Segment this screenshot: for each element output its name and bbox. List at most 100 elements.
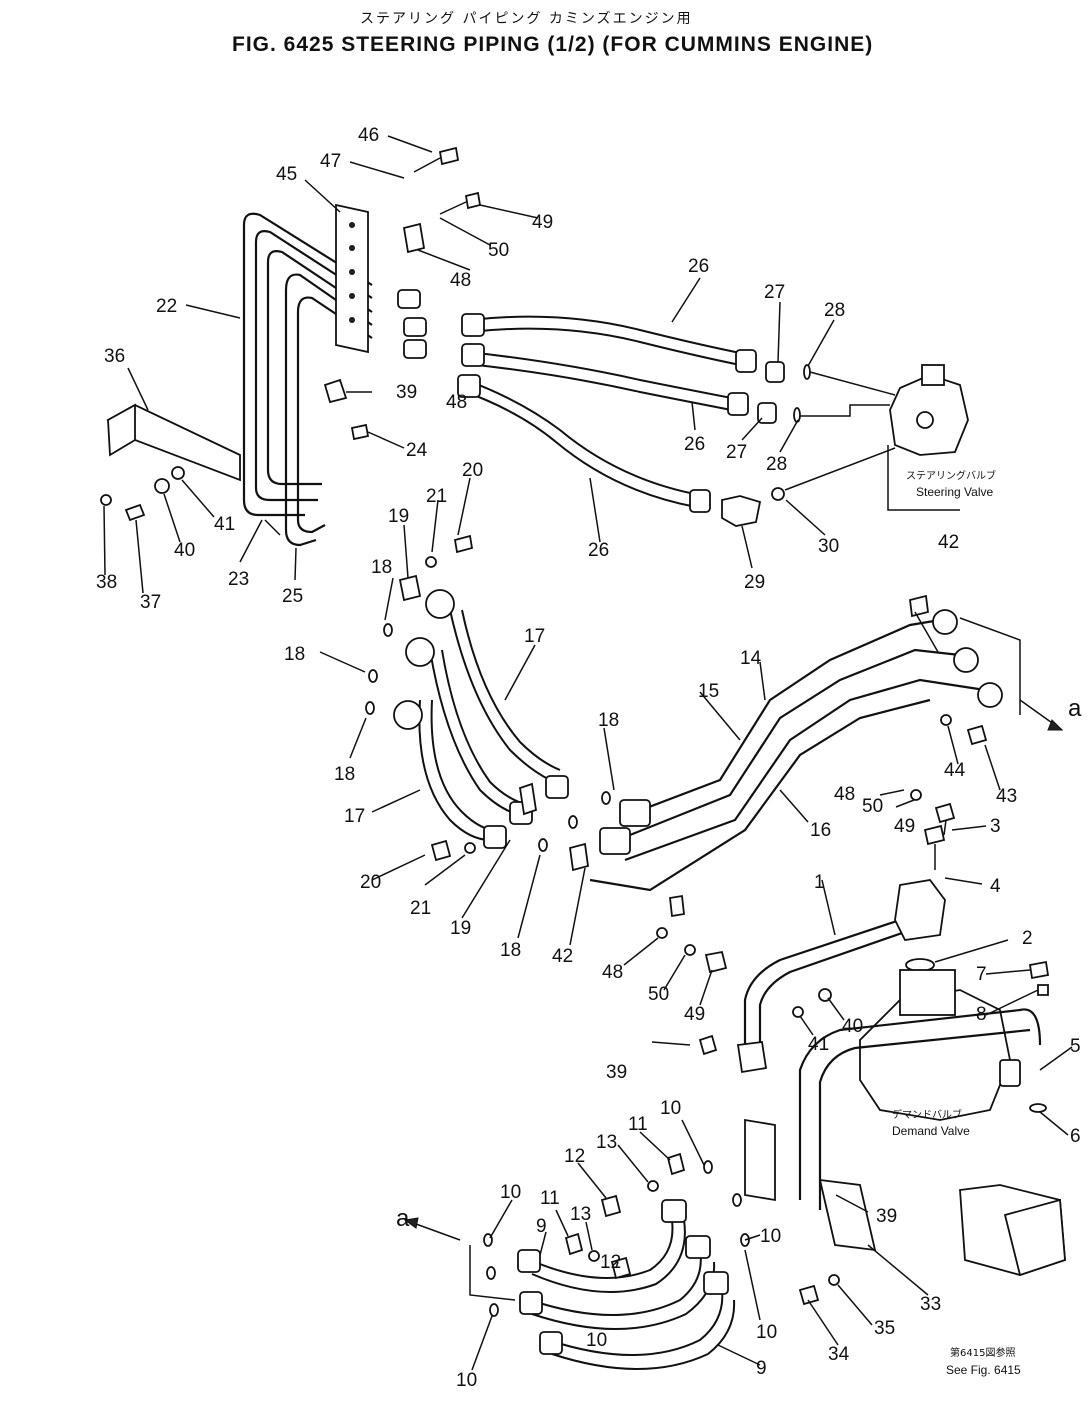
callout-27: 27 xyxy=(764,282,785,303)
callout-5: 5 xyxy=(1070,1036,1081,1057)
callout-39: 39 xyxy=(396,382,417,403)
callout-40b: 40 xyxy=(842,1016,863,1037)
callout-17b: 17 xyxy=(344,806,365,827)
callout-19: 19 xyxy=(388,506,409,527)
callout-48: 48 xyxy=(450,270,471,291)
callout-4: 4 xyxy=(990,876,1001,897)
callout-10f: 10 xyxy=(586,1330,607,1351)
callout-42: 42 xyxy=(938,532,959,553)
fasteners xyxy=(100,378,988,1317)
callout-36: 36 xyxy=(104,346,125,367)
callout-18c: 18 xyxy=(334,764,355,785)
demand-valve-assembly xyxy=(736,824,1066,1277)
callout-1: 1 xyxy=(814,872,825,893)
callout-34: 34 xyxy=(828,1344,850,1365)
callout-46: 46 xyxy=(358,125,379,146)
callout-11b: 11 xyxy=(540,1188,560,1209)
callout-33: 33 xyxy=(920,1294,941,1315)
callout-9: 9 xyxy=(536,1216,547,1237)
callout-15: 15 xyxy=(698,681,719,702)
fittings-upper xyxy=(397,146,482,359)
callout-35: 35 xyxy=(874,1318,895,1339)
callout-18d: 18 xyxy=(598,710,619,731)
callout-39b: 39 xyxy=(606,1062,627,1083)
leader-lines xyxy=(103,135,1073,1371)
callout-16: 16 xyxy=(810,820,831,841)
callout-41b: 41 xyxy=(808,1034,829,1055)
callout-13b: 13 xyxy=(570,1204,591,1225)
callout-47: 47 xyxy=(320,151,341,172)
steering-valve-label-jp: ステアリングバルブ xyxy=(906,469,996,482)
callout-50: 50 xyxy=(488,240,509,261)
callout-29: 29 xyxy=(744,572,765,593)
callout-43: 43 xyxy=(996,786,1017,807)
callout-19b: 19 xyxy=(450,918,471,939)
callout-30: 30 xyxy=(818,536,839,557)
arrow-marker-left: a xyxy=(396,1205,410,1232)
callout-18b: 18 xyxy=(284,644,305,665)
callout-27b: 27 xyxy=(726,442,747,463)
callout-50c: 50 xyxy=(648,984,669,1005)
demand-valve-label-jp: デマンドバルブ xyxy=(892,1108,962,1121)
steering-valve xyxy=(887,364,969,511)
fittings-27-28-29-30 xyxy=(721,361,896,527)
callout-42b: 42 xyxy=(552,946,573,967)
callout-10d: 10 xyxy=(760,1226,781,1247)
callout-48c: 48 xyxy=(602,962,623,983)
callout-26b: 26 xyxy=(684,434,705,455)
callout-20b: 20 xyxy=(360,872,381,893)
callout-10: 10 xyxy=(500,1182,521,1203)
callout-20: 20 xyxy=(462,460,483,481)
figure-title: FIG. 6425 STEERING PIPING (1/2) (FOR CUM… xyxy=(232,33,874,56)
callout-40: 40 xyxy=(174,540,195,561)
callout-38: 38 xyxy=(96,572,117,593)
callout-49c: 49 xyxy=(684,1004,705,1025)
callout-26c: 26 xyxy=(588,540,609,561)
callout-28b: 28 xyxy=(766,454,787,475)
callout-24: 24 xyxy=(406,440,428,461)
hoses-9 xyxy=(403,1199,736,1370)
callout-17: 17 xyxy=(524,626,545,647)
demand-valve-label: Demand Valve xyxy=(892,1124,970,1138)
hoses-17 xyxy=(393,574,569,849)
hoses-26 xyxy=(457,313,757,513)
callout-18: 18 xyxy=(371,557,392,578)
callout-39c: 39 xyxy=(876,1206,897,1227)
callout-7: 7 xyxy=(976,964,987,985)
callout-23: 23 xyxy=(228,569,249,590)
callout-12b: 12 xyxy=(600,1252,621,1273)
callout-labels: 1 2 3 4 5 6 7 8 9 9 10 10 10 10 10 10 11… xyxy=(96,125,1081,1391)
callout-50b: 50 xyxy=(862,796,883,817)
callout-49b: 49 xyxy=(894,816,915,837)
reference-note: See Fig. 6415 xyxy=(946,1363,1021,1377)
callout-2: 2 xyxy=(1022,928,1033,949)
reference-note-jp: 第6415図参照 xyxy=(950,1346,1015,1359)
callout-13: 13 xyxy=(596,1132,617,1153)
callout-21b: 21 xyxy=(410,898,431,919)
bracket-45 xyxy=(335,203,369,354)
callout-8: 8 xyxy=(976,1004,987,1025)
callout-21: 21 xyxy=(426,486,447,507)
callout-26: 26 xyxy=(688,256,709,277)
callout-28: 28 xyxy=(824,300,845,321)
callout-6: 6 xyxy=(1070,1126,1081,1147)
callout-48d: 48 xyxy=(446,392,467,413)
callout-44: 44 xyxy=(944,760,966,781)
callout-10b: 10 xyxy=(456,1370,477,1391)
bracket-36 xyxy=(106,403,241,482)
callout-25: 25 xyxy=(282,586,303,607)
callout-10e: 10 xyxy=(756,1322,777,1343)
callout-9b: 9 xyxy=(756,1358,767,1379)
arrow-marker-right: a xyxy=(1068,695,1082,722)
callout-11: 11 xyxy=(628,1114,648,1135)
callout-49: 49 xyxy=(532,212,553,233)
callout-48b: 48 xyxy=(834,784,855,805)
figure-title-japanese: ステアリング パイピング カミンズエンジン用 xyxy=(360,11,693,27)
callout-10c: 10 xyxy=(660,1098,681,1119)
pipe-bundle-upper-left xyxy=(242,212,373,547)
callout-37: 37 xyxy=(140,592,161,613)
callout-14: 14 xyxy=(740,648,762,669)
steering-valve-label: Steering Valve xyxy=(916,485,993,499)
